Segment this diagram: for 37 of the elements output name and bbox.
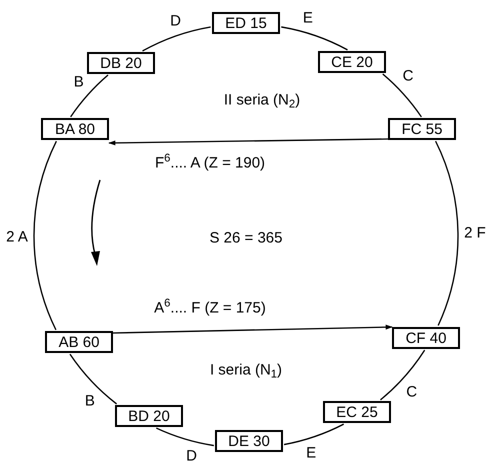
edge-label: B [74, 74, 84, 90]
labeled-box: AB 60 [45, 331, 113, 353]
edge-label: B [84, 394, 95, 409]
series-label: I seria (N$_{1}$) [210, 362, 282, 378]
edge-label: F$^{6}$.... A (Z = 190) [154, 156, 266, 170]
labeled-box: FC 55 [388, 118, 456, 140]
circle-arc-line [281, 26, 348, 50]
edge-label: 2 F [464, 225, 486, 240]
circle-arc-line [284, 424, 344, 446]
labeled-box: ED 15 [212, 12, 280, 34]
circle-arc-line [156, 427, 214, 446]
labeled-box: DE 30 [215, 430, 283, 452]
edge-label: E [306, 445, 316, 460]
circle-arc-line [382, 74, 422, 118]
edge-label: C [406, 384, 418, 400]
circle-arc-line [70, 74, 108, 118]
circle-arc-line [33, 140, 57, 330]
edge-label: D [186, 448, 198, 461]
edge-label: 2 A [6, 229, 28, 244]
circle-arc-line [142, 26, 211, 52]
series-label: S 26 = 365 [210, 230, 282, 246]
edge-label: A$^{6}$.... F (Z = 175) [154, 300, 266, 316]
labeled-box: CF 40 [392, 327, 460, 349]
edge-label: C [402, 68, 414, 84]
edge-label: D [170, 13, 181, 28]
arrow [112, 324, 393, 334]
labeled-box: DB 20 [87, 52, 155, 74]
labeled-box: BD 20 [115, 405, 183, 427]
circle-arc-line [435, 140, 458, 326]
circle-arc-line [380, 350, 426, 400]
labeled-box: EC 25 [323, 401, 391, 423]
labeled-box: CE 20 [318, 51, 386, 73]
arrow [108, 138, 388, 146]
series-label: II seria (N$_{2}$) [224, 92, 300, 108]
edge-label: E [302, 10, 313, 26]
labeled-box: BA 80 [41, 118, 109, 140]
circle-arc-line [69, 354, 118, 404]
